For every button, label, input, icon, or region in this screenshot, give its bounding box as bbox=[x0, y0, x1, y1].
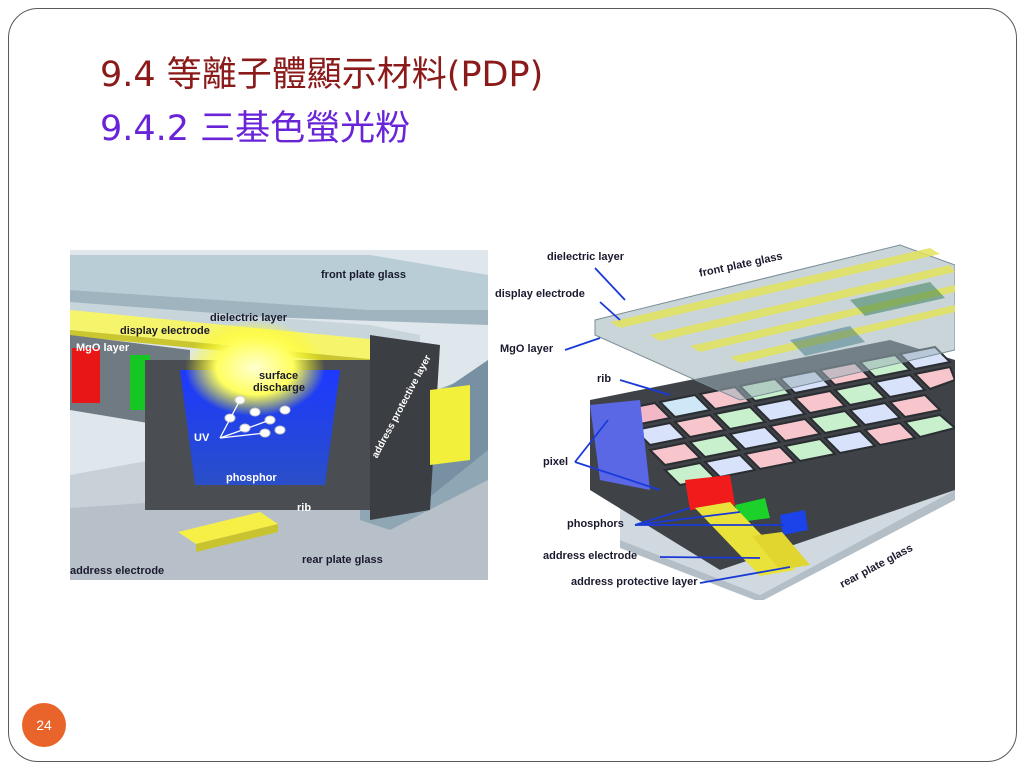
label-dielectric-layer-right: dielectric layer bbox=[547, 251, 625, 263]
page-number: 24 bbox=[36, 717, 52, 733]
cell-grid bbox=[590, 345, 955, 535]
label-address-protective-layer-right: address protective layer bbox=[571, 576, 698, 588]
label-phosphor: phosphor bbox=[226, 472, 277, 484]
label-address-electrode-right: address electrode bbox=[543, 550, 638, 562]
pdp-panel-exploded-diagram: dielectric layer display electrode MgO l… bbox=[490, 240, 955, 600]
label-front-plate-glass: front plate glass bbox=[321, 269, 406, 281]
slide-title: 9.4 等離子體顯示材料(PDP) bbox=[100, 55, 544, 95]
label-rib-right: rib bbox=[597, 373, 612, 385]
slide-subtitle: 9.4.2 三基色螢光粉 bbox=[100, 109, 411, 149]
label-display-electrode: display electrode bbox=[120, 325, 210, 337]
label-rib: rib bbox=[297, 502, 312, 514]
pdp-cell-cross-section-diagram: front plate glass dielectric layer displ… bbox=[70, 250, 488, 580]
page-number-badge: 24 bbox=[22, 703, 66, 747]
pdp-panel-exploded-svg bbox=[490, 240, 955, 600]
label-rear-plate-glass: rear plate glass bbox=[302, 554, 383, 566]
label-uv: UV bbox=[194, 432, 210, 444]
label-display-electrode-right: display electrode bbox=[495, 288, 585, 300]
label-pixel: pixel bbox=[543, 456, 569, 468]
label-address-electrode: address electrode bbox=[70, 565, 165, 577]
label-mgo-layer: MgO layer bbox=[76, 342, 130, 354]
label-dielectric-layer: dielectric layer bbox=[210, 312, 288, 324]
pdp-cell-cross-section-svg bbox=[70, 250, 488, 580]
label-surface-discharge-line1: surface bbox=[259, 370, 299, 382]
label-surface-discharge-line2: discharge bbox=[253, 382, 305, 394]
label-phosphors: phosphors bbox=[567, 518, 624, 530]
label-mgo-layer-right: MgO layer bbox=[500, 343, 554, 355]
